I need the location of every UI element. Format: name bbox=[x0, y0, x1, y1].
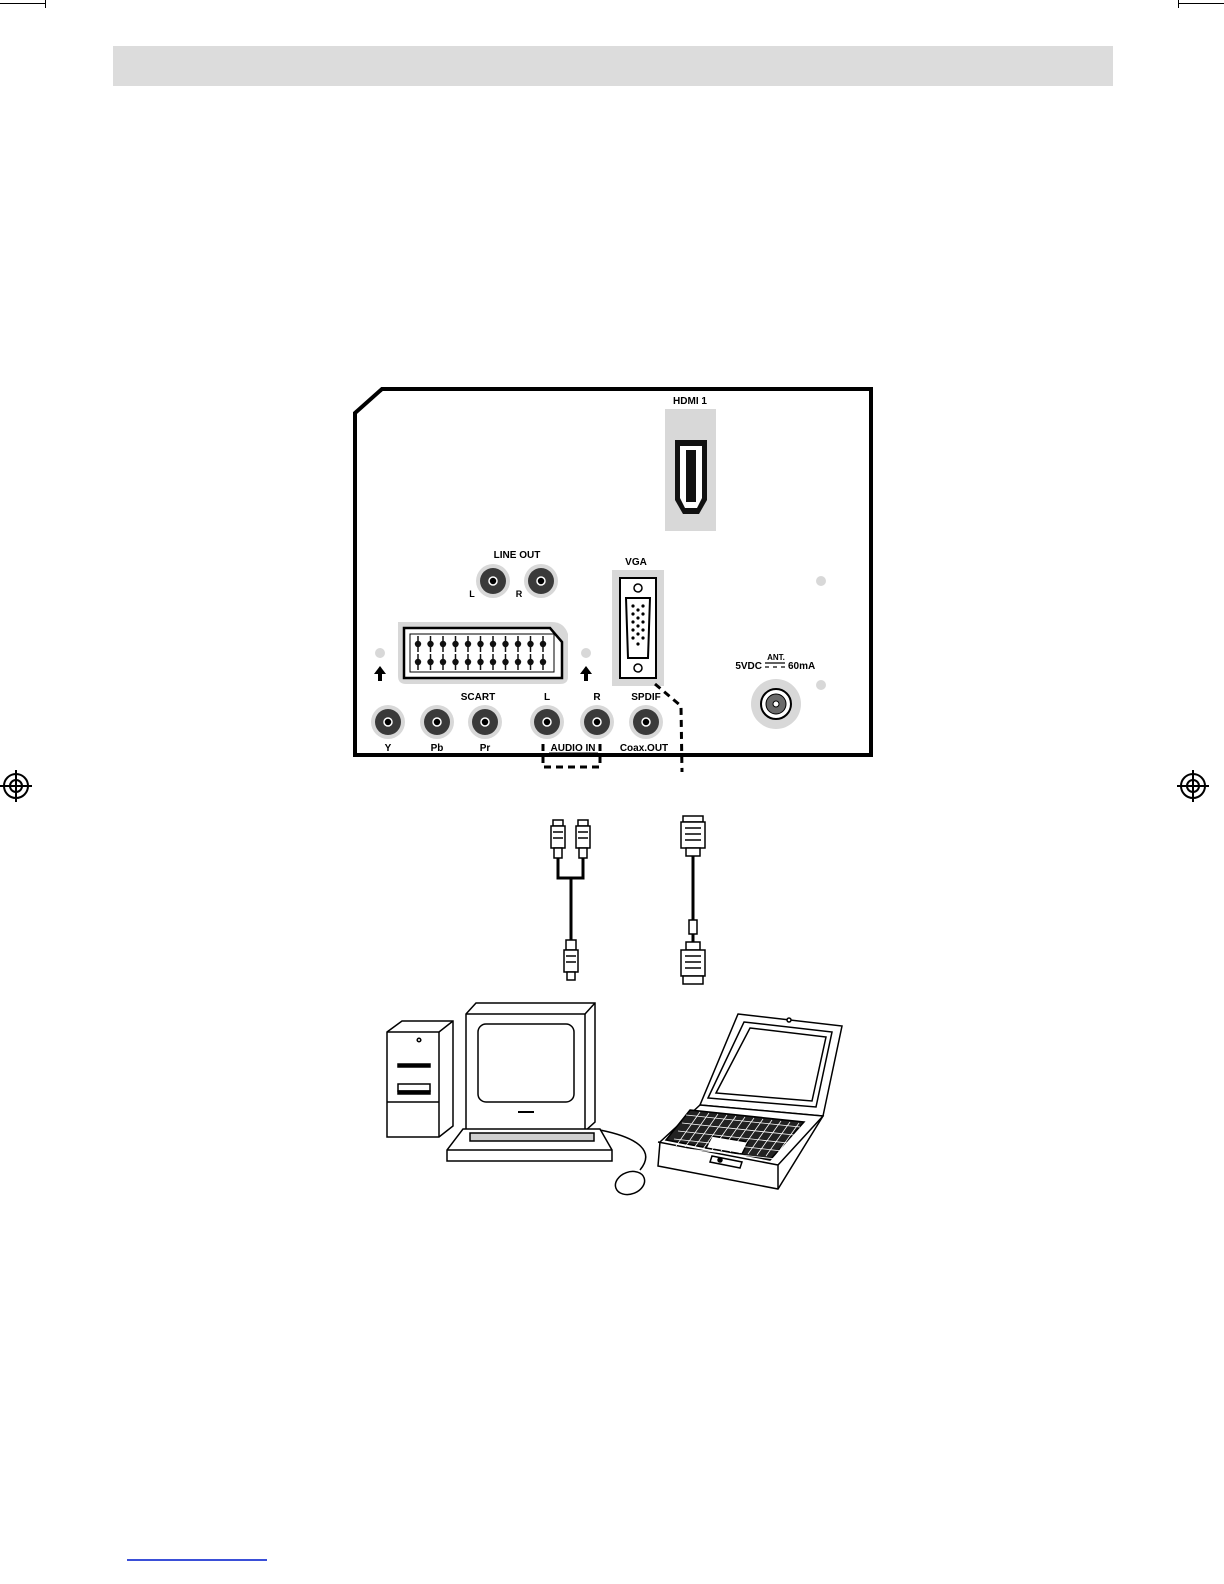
arrow-up-icon bbox=[580, 666, 592, 681]
rca-jack-icon bbox=[629, 705, 663, 739]
audio-in-l-label: L bbox=[544, 692, 550, 703]
spdif-label: SPDIF bbox=[631, 692, 660, 703]
desktop-pc-icon bbox=[387, 1021, 453, 1137]
scart-port: SCART bbox=[398, 622, 568, 703]
rca-jack-icon bbox=[530, 705, 564, 739]
line-out-group: LINE OUT L R bbox=[469, 550, 558, 599]
audio-in-label: AUDIO IN bbox=[551, 743, 596, 754]
pb-label: Pb bbox=[431, 743, 444, 754]
ant-label: ANT. bbox=[767, 653, 785, 662]
vga-label: VGA bbox=[625, 557, 647, 568]
vga-port: VGA bbox=[612, 557, 664, 686]
laptop-icon bbox=[658, 1014, 842, 1189]
registration-mark-icon bbox=[0, 770, 32, 802]
bottom-jack-row bbox=[371, 705, 663, 739]
antenna-port: ANT. 5VDC 60mA bbox=[735, 653, 815, 729]
rca-jack-icon bbox=[524, 564, 558, 598]
rca-jack-icon bbox=[468, 705, 502, 739]
rca-jack-icon bbox=[371, 705, 405, 739]
hdmi-label: HDMI 1 bbox=[673, 396, 707, 407]
audio-in-r-label: R bbox=[593, 692, 601, 703]
scart-label: SCART bbox=[461, 692, 495, 703]
power-left-label: 5VDC bbox=[735, 661, 762, 672]
antenna-socket-icon bbox=[751, 679, 801, 729]
rca-jack-icon bbox=[476, 564, 510, 598]
scart-port-icon bbox=[404, 628, 562, 678]
registration-mark-icon bbox=[1177, 770, 1209, 802]
footer-rule bbox=[127, 1559, 267, 1561]
crt-monitor-icon bbox=[466, 1003, 595, 1131]
coax-out-label: Coax.OUT bbox=[620, 743, 668, 754]
power-right-label: 60mA bbox=[788, 661, 815, 672]
line-out-l-label: L bbox=[469, 589, 475, 599]
vga-cable-icon bbox=[681, 816, 705, 984]
rca-cable-icon bbox=[551, 820, 590, 980]
arrow-up-icon bbox=[374, 666, 386, 681]
line-out-label: LINE OUT bbox=[494, 550, 541, 561]
vga-port-icon bbox=[620, 578, 656, 678]
hdmi-port-icon bbox=[675, 440, 707, 514]
dc-symbol-icon bbox=[765, 663, 785, 667]
pr-label: Pr bbox=[480, 743, 491, 754]
hdmi-port: HDMI 1 bbox=[665, 396, 716, 531]
line-out-r-label: R bbox=[516, 589, 523, 599]
rca-jack-icon bbox=[580, 705, 614, 739]
keyboard-icon bbox=[447, 1129, 612, 1161]
rca-jack-icon bbox=[420, 705, 454, 739]
y-label: Y bbox=[385, 743, 392, 754]
